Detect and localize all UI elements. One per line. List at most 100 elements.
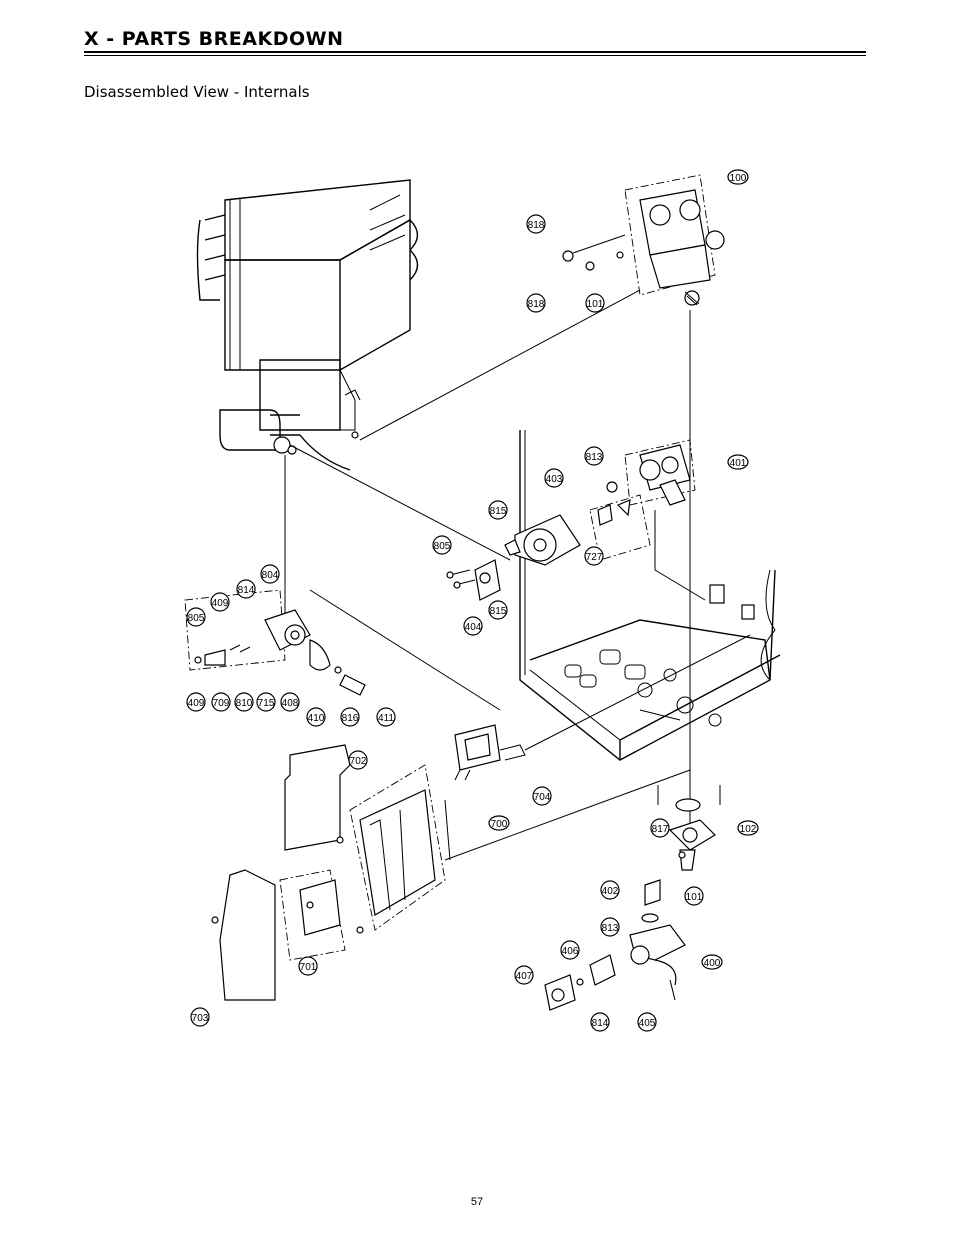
svg-text:410: 410: [308, 713, 325, 724]
label-727: 727: [584, 546, 604, 566]
label-410: 410: [306, 707, 326, 727]
svg-text:406: 406: [562, 946, 579, 957]
svg-text:702: 702: [350, 756, 367, 767]
part-701-module: [279, 869, 364, 961]
svg-text:817: 817: [652, 824, 669, 835]
label-409-top: 409: [210, 592, 230, 612]
page-title: X - PARTS BREAKDOWN: [84, 28, 344, 50]
label-815-top: 815: [488, 500, 508, 520]
part-700-control-board: [336, 764, 691, 931]
diagram-svg: 100 818 818 101 401 813 403 815 727 805 …: [184, 169, 781, 1032]
part-401-valve: [624, 439, 696, 506]
label-715: 715: [256, 692, 276, 712]
svg-text:409: 409: [188, 698, 205, 709]
svg-text:810: 810: [236, 698, 253, 709]
svg-text:818: 818: [528, 299, 545, 310]
label-401: 401: [727, 454, 749, 470]
part-411-fitting: [334, 666, 366, 696]
label-403: 403: [544, 468, 564, 488]
svg-text:102: 102: [740, 824, 757, 835]
svg-text:814: 814: [238, 585, 255, 596]
svg-text:715: 715: [258, 698, 275, 709]
svg-text:408: 408: [282, 698, 299, 709]
label-404: 404: [463, 616, 483, 636]
part-704-transformer: [454, 634, 751, 781]
svg-text:101: 101: [587, 299, 604, 310]
part-102-fitting: [657, 785, 721, 871]
label-703: 703: [190, 1007, 210, 1027]
label-100: 100: [727, 169, 749, 185]
svg-text:813: 813: [586, 452, 603, 463]
svg-text:409: 409: [212, 598, 229, 609]
label-409-bottom: 409: [186, 692, 206, 712]
part-400-fitting: [629, 879, 686, 1001]
svg-text:401: 401: [730, 458, 747, 469]
label-709: 709: [211, 692, 231, 712]
label-406: 406: [560, 940, 580, 960]
svg-text:813: 813: [602, 923, 619, 934]
label-805-left: 805: [186, 607, 206, 627]
label-702: 702: [348, 750, 368, 770]
label-805-mid: 805: [432, 535, 452, 555]
label-813-mid: 813: [584, 446, 604, 466]
header-rule-thick: [84, 51, 866, 53]
header-rule-thin: [84, 55, 866, 56]
label-411: 411: [376, 707, 396, 727]
part-702-bracket: [284, 744, 351, 851]
label-818-bottom: 818: [526, 293, 546, 313]
page-number: 57: [470, 1196, 484, 1208]
part-100-gas-valve: [624, 174, 725, 306]
svg-text:805: 805: [434, 541, 451, 552]
label-818-top: 818: [526, 214, 546, 234]
label-813-bottom: 813: [600, 917, 620, 937]
label-102: 102: [737, 820, 759, 836]
label-101-top: 101: [585, 293, 605, 313]
part-408-valve: [184, 589, 501, 711]
label-814-bottom: 814: [590, 1012, 610, 1032]
svg-text:703: 703: [192, 1013, 209, 1024]
label-815-bottom: 815: [488, 600, 508, 620]
label-405: 405: [637, 1012, 657, 1032]
svg-text:804: 804: [262, 570, 279, 581]
svg-text:405: 405: [639, 1018, 656, 1029]
svg-text:404: 404: [465, 622, 482, 633]
part-labels: 100 818 818 101 401 813 403 815 727 805 …: [186, 169, 759, 1032]
svg-text:704: 704: [534, 792, 551, 803]
part-403-blower: [504, 514, 581, 566]
label-700: 700: [488, 815, 510, 831]
label-400: 400: [701, 954, 723, 970]
heat-exchanger: [196, 179, 419, 471]
part-406-407-fittings: [544, 954, 616, 1011]
svg-text:815: 815: [490, 606, 507, 617]
cabinet-frame: [519, 430, 781, 761]
svg-text:402: 402: [602, 886, 619, 897]
svg-text:101: 101: [686, 892, 703, 903]
svg-text:805: 805: [188, 613, 205, 624]
section-subtitle: Disassembled View - Internals: [84, 83, 310, 101]
label-701: 701: [298, 956, 318, 976]
label-817: 817: [650, 818, 670, 838]
svg-text:701: 701: [300, 962, 317, 973]
label-704: 704: [532, 786, 552, 806]
svg-text:709: 709: [213, 698, 230, 709]
svg-text:403: 403: [546, 474, 563, 485]
svg-text:411: 411: [378, 713, 394, 724]
svg-text:100: 100: [730, 173, 747, 184]
svg-text:407: 407: [516, 971, 533, 982]
label-407: 407: [514, 965, 534, 985]
page-header: X - PARTS BREAKDOWN: [84, 28, 866, 56]
part-703-cover: [211, 869, 276, 1001]
label-810: 810: [234, 692, 254, 712]
label-816: 816: [340, 707, 360, 727]
svg-text:727: 727: [586, 552, 603, 563]
svg-text:816: 816: [342, 713, 359, 724]
label-804: 804: [260, 564, 280, 584]
svg-text:818: 818: [528, 220, 545, 231]
label-402: 402: [600, 880, 620, 900]
svg-text:814: 814: [592, 1018, 609, 1029]
label-101-bottom: 101: [684, 886, 704, 906]
svg-text:400: 400: [704, 958, 721, 969]
svg-text:815: 815: [490, 506, 507, 517]
exploded-parts-diagram: 100 818 818 101 401 813 403 815 727 805 …: [170, 160, 800, 1040]
label-408: 408: [280, 692, 300, 712]
